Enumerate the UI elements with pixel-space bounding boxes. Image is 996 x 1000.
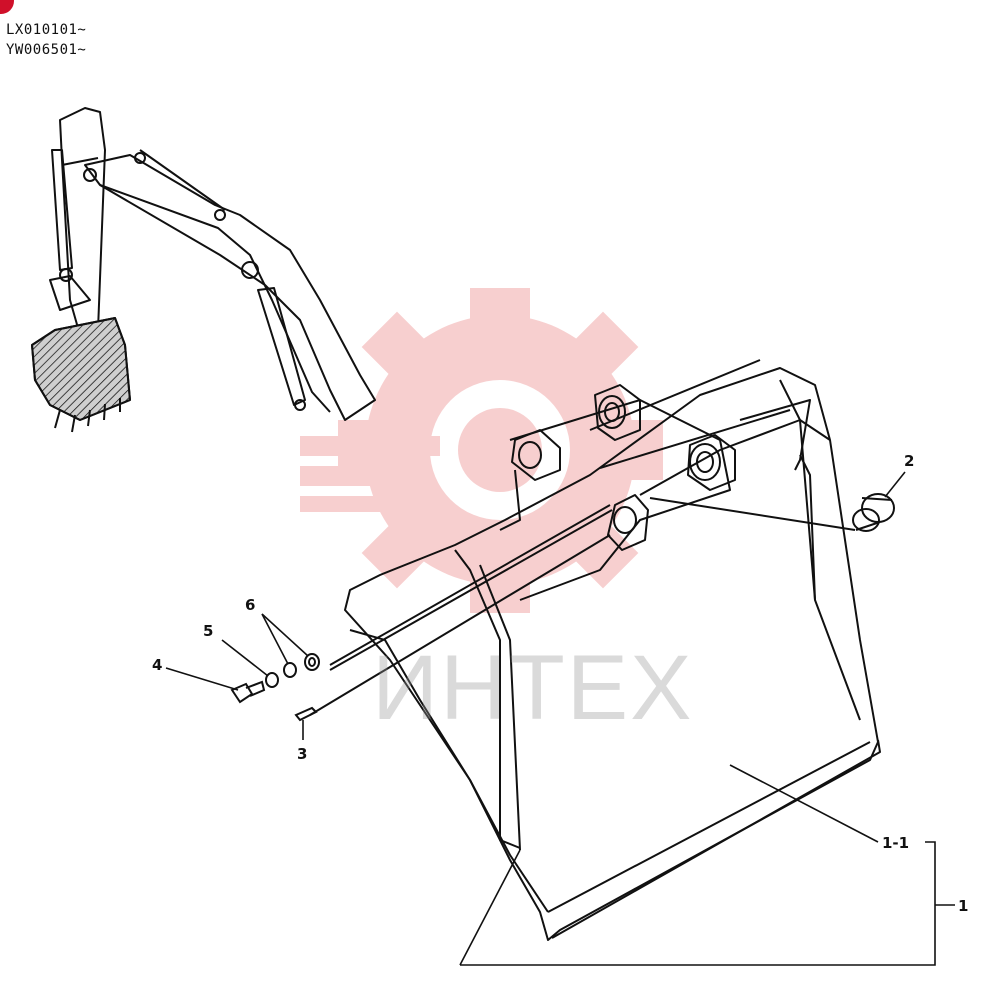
serial-range-1: LX010101~: [6, 22, 87, 38]
leader-lines: [165, 471, 955, 966]
bolt-icon: [230, 680, 266, 704]
serial-range-2: YW006501~: [6, 42, 87, 58]
callout-4: 4: [152, 656, 163, 674]
gear-logo-icon: [300, 288, 663, 613]
callout-1-1: 1-1: [882, 834, 910, 852]
bucket-icon: [309, 359, 881, 941]
callout-1: 1: [958, 897, 969, 915]
watermark-text: ИНТЕХ: [372, 637, 694, 739]
bushing-icon: [852, 493, 895, 532]
callout-2: 2: [904, 452, 915, 470]
callout-5: 5: [203, 622, 214, 640]
callout-3: 3: [297, 745, 308, 763]
excavator-icon: [31, 107, 376, 433]
callout-6: 6: [245, 596, 256, 614]
pin-icon: [294, 706, 318, 722]
washer-icon: [265, 653, 320, 688]
